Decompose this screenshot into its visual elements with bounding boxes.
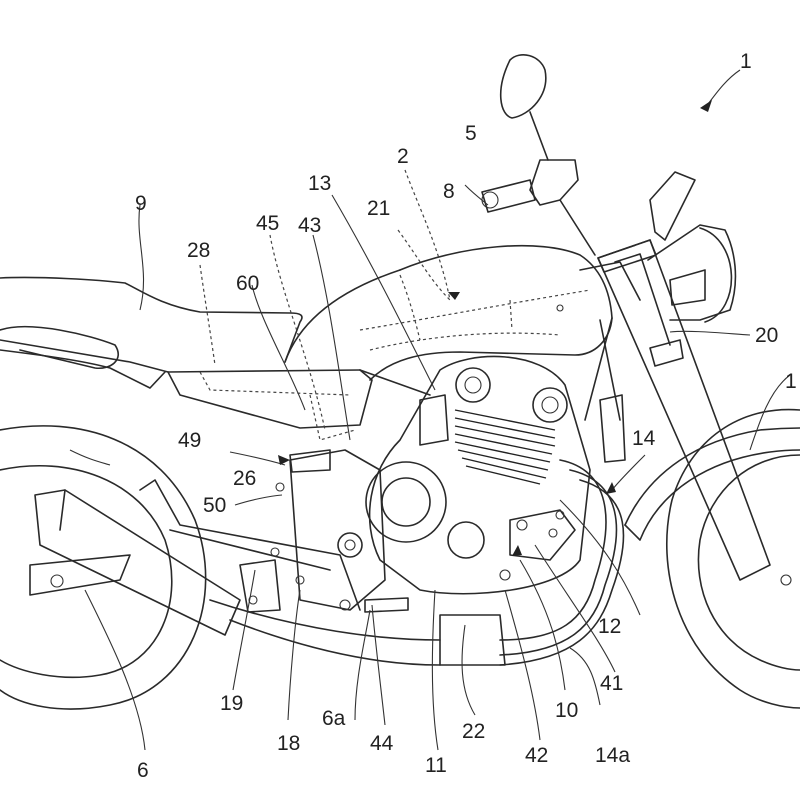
label-19: 19 <box>220 692 243 715</box>
label-42: 42 <box>525 744 548 767</box>
label-45: 45 <box>256 212 279 235</box>
label-14a: 14a <box>595 744 630 767</box>
label-21: 21 <box>367 197 390 220</box>
arrows <box>278 100 712 556</box>
label-6a: 6a <box>322 707 346 730</box>
arrow-1 <box>700 100 712 112</box>
frame <box>359 261 641 421</box>
label-8: 8 <box>443 180 455 203</box>
engine <box>365 355 626 595</box>
label-43: 43 <box>298 214 321 237</box>
arrow-2 <box>448 292 460 300</box>
label-2: 2 <box>397 145 409 168</box>
arrow-14 <box>606 482 616 494</box>
label-60: 60 <box>236 272 259 295</box>
label-26: 26 <box>233 467 256 490</box>
muffler <box>29 489 241 636</box>
front-wheel <box>624 408 800 709</box>
label-11: 11 <box>425 754 447 777</box>
label-10: 10 <box>555 699 578 722</box>
fuel-tank <box>359 244 613 381</box>
label-50: 50 <box>203 494 226 517</box>
side-cover <box>167 369 373 441</box>
arrow-49 <box>278 455 290 465</box>
label-5: 5 <box>465 122 477 145</box>
step-bracket <box>275 449 409 613</box>
label-49: 49 <box>178 429 201 452</box>
engine-mount <box>499 509 576 581</box>
label-41: 41 <box>600 672 623 695</box>
label-22: 22 <box>462 720 485 743</box>
label-18: 18 <box>277 732 300 755</box>
seat <box>0 269 401 389</box>
label-1-front-wheel: 1 <box>785 370 797 393</box>
label-44: 44 <box>370 732 394 755</box>
reference-labels: 1 1 2 5 6 6a 8 9 10 11 12 13 14 14a 18 1… <box>135 50 797 782</box>
label-9: 9 <box>135 192 147 215</box>
label-20: 20 <box>755 324 778 347</box>
leader-lines <box>69 69 791 751</box>
label-13: 13 <box>308 172 331 195</box>
handlebar <box>481 54 596 256</box>
label-12: 12 <box>598 615 621 638</box>
label-1: 1 <box>740 50 752 73</box>
label-14: 14 <box>632 427 656 450</box>
rear-wheel <box>0 425 207 710</box>
label-28: 28 <box>187 239 210 262</box>
exhaust <box>209 459 625 666</box>
cylinder-fins <box>454 409 556 485</box>
instrument <box>649 171 696 241</box>
arrow-10 <box>512 545 522 556</box>
label-6: 6 <box>137 759 149 782</box>
swing-arm <box>139 479 361 613</box>
headlight <box>647 224 737 323</box>
